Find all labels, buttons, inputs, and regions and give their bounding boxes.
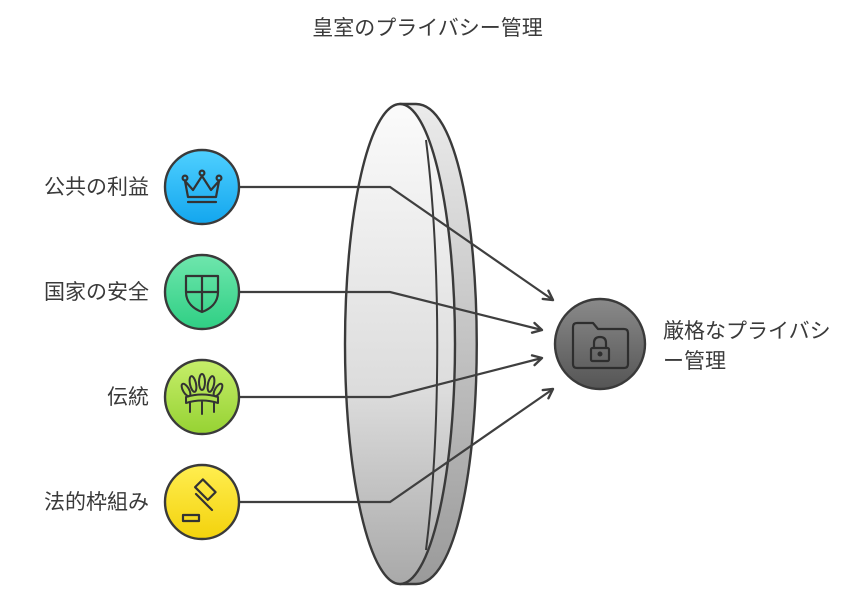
input-label-public-interest: 公共の利益 <box>44 175 149 199</box>
locked-folder-icon <box>571 321 630 370</box>
connector-public-interest <box>238 185 555 302</box>
input-node-tradition <box>163 358 241 436</box>
input-node-legal-framework <box>163 463 241 541</box>
input-label-national-security: 国家の安全 <box>44 280 149 304</box>
connector-tradition <box>238 354 544 399</box>
gavel-icon <box>181 478 217 523</box>
crown-icon <box>181 169 223 204</box>
input-node-public-interest <box>163 148 241 226</box>
connectors <box>238 185 555 504</box>
headdress-icon <box>180 373 224 415</box>
shield-icon <box>184 274 220 314</box>
output-node <box>553 297 647 391</box>
output-label: 厳格なプライバシー管理 <box>663 319 831 374</box>
input-label-tradition: 伝統 <box>107 385 149 409</box>
diagram-title: 皇室のプライバシー管理 <box>312 16 543 40</box>
connector-national-security <box>238 290 544 334</box>
lens-shape <box>343 102 478 586</box>
input-label-legal-framework: 法的枠組み <box>44 490 149 514</box>
input-node-national-security <box>163 253 241 331</box>
connector-legal-framework <box>238 387 555 504</box>
